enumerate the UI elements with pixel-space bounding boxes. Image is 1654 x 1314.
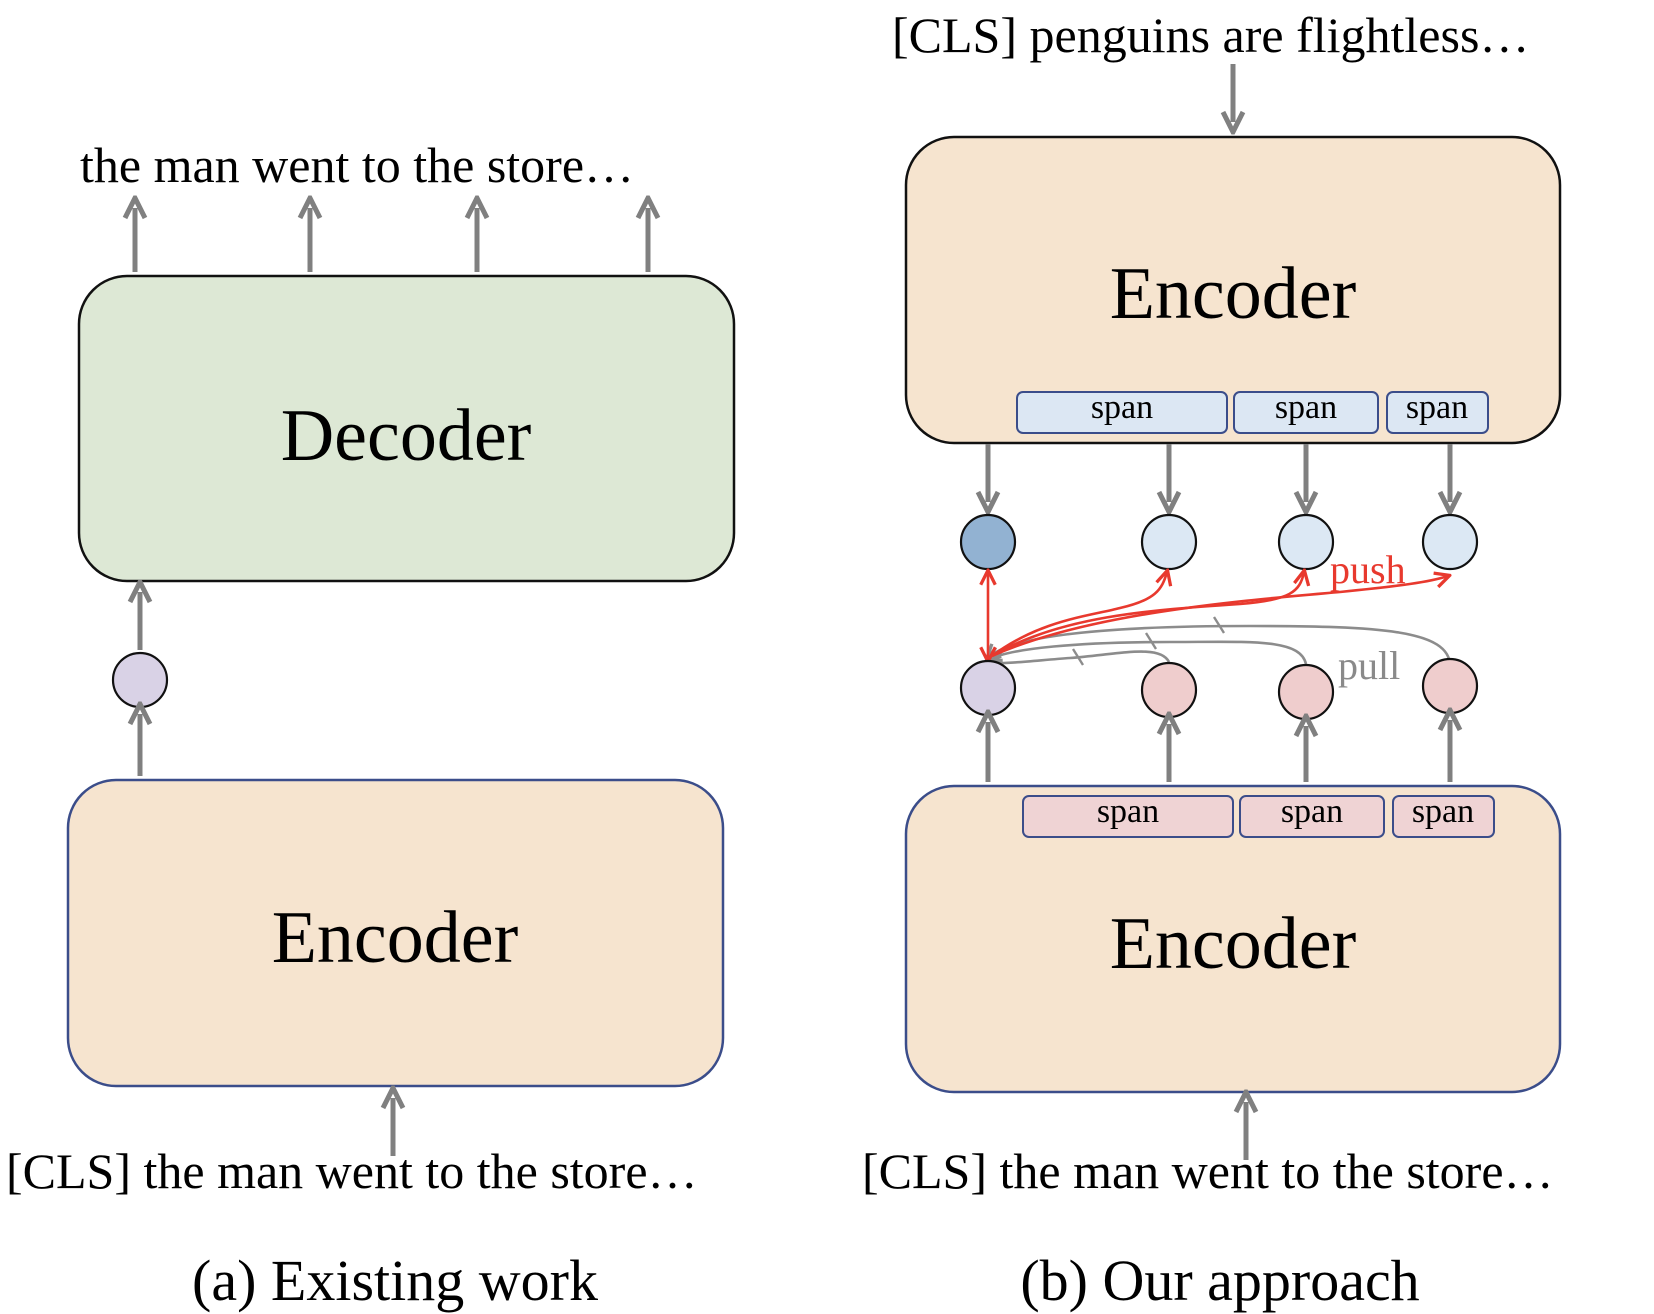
decoder-box	[77, 274, 736, 583]
output-text-a: the man went to the store…	[80, 137, 634, 193]
top-span-label-1: span	[1091, 389, 1153, 426]
doc-span-node-1	[1140, 513, 1198, 571]
push-label: push	[1330, 547, 1406, 592]
cls-node-a	[111, 651, 169, 709]
push-arc-3	[991, 576, 1448, 658]
top-span-box-2	[1233, 391, 1379, 434]
panel-b: [CLS] penguins are flightless… Encoder s…	[862, 7, 1562, 1313]
caption-b: (b) Our approach	[1020, 1248, 1419, 1313]
push-arrows	[988, 572, 1448, 660]
doc-span-node-3	[1421, 513, 1479, 571]
bottom-span-label-2: span	[1281, 793, 1343, 830]
pull-arc-2	[988, 640, 1308, 665]
top-span-3: span	[1386, 389, 1489, 434]
bottom-encoder-block: Encoder span span span	[904, 784, 1562, 1094]
pull-cross-3	[1212, 616, 1226, 634]
bottom-span-box-1	[1022, 795, 1234, 838]
query-span-node-2	[1277, 663, 1335, 721]
top-encoder-label: Encoder	[1110, 253, 1357, 335]
top-span-label-3: span	[1406, 389, 1468, 426]
doc-cls-node	[959, 513, 1017, 571]
top-encoder-block: Encoder span span span	[904, 135, 1562, 445]
bottom-span-label-3: span	[1412, 793, 1474, 830]
panel-a: the man went to the store… Decoder Encod…	[6, 137, 736, 1313]
push-arc-1	[991, 572, 1167, 658]
input-bottom-text-b: [CLS] the man went to the store…	[862, 1143, 1554, 1199]
bottom-span-box-2	[1239, 795, 1385, 838]
encoder-label-a: Encoder	[272, 897, 519, 979]
bottom-span-label-1: span	[1097, 793, 1159, 830]
bottom-encoder-label: Encoder	[1110, 903, 1357, 985]
caption-a: (a) Existing work	[192, 1248, 598, 1313]
top-encoder-box	[904, 135, 1562, 445]
pull-cross-1	[1071, 648, 1085, 666]
query-span-node-3	[1421, 657, 1479, 715]
doc-span-node-2	[1277, 513, 1335, 571]
bottom-encoder-box	[904, 784, 1562, 1094]
top-span-label-2: span	[1275, 389, 1337, 426]
pull-arc-1	[988, 650, 1171, 664]
input-top-text-b: [CLS] penguins are flightless…	[892, 7, 1529, 63]
query-cls-node	[959, 659, 1017, 717]
top-span-2: span	[1233, 389, 1379, 434]
bottom-span-2: span	[1239, 793, 1385, 838]
bottom-span-1: span	[1022, 793, 1234, 838]
encoder-block-a: Encoder	[66, 778, 725, 1088]
bottom-span-3: span	[1392, 793, 1495, 838]
top-span-box-1	[1016, 391, 1228, 434]
input-text-a: [CLS] the man went to the store…	[6, 1143, 698, 1199]
top-span-1: span	[1016, 389, 1228, 434]
decoder-label: Decoder	[281, 395, 532, 477]
query-span-node-1	[1140, 661, 1198, 719]
pull-label: pull	[1338, 643, 1400, 688]
bottom-span-box-3	[1392, 795, 1495, 838]
top-span-box-3	[1386, 391, 1489, 434]
output-arrows-a	[135, 208, 648, 272]
decoder-block: Decoder	[77, 274, 736, 583]
pull-cross-2	[1144, 632, 1158, 650]
